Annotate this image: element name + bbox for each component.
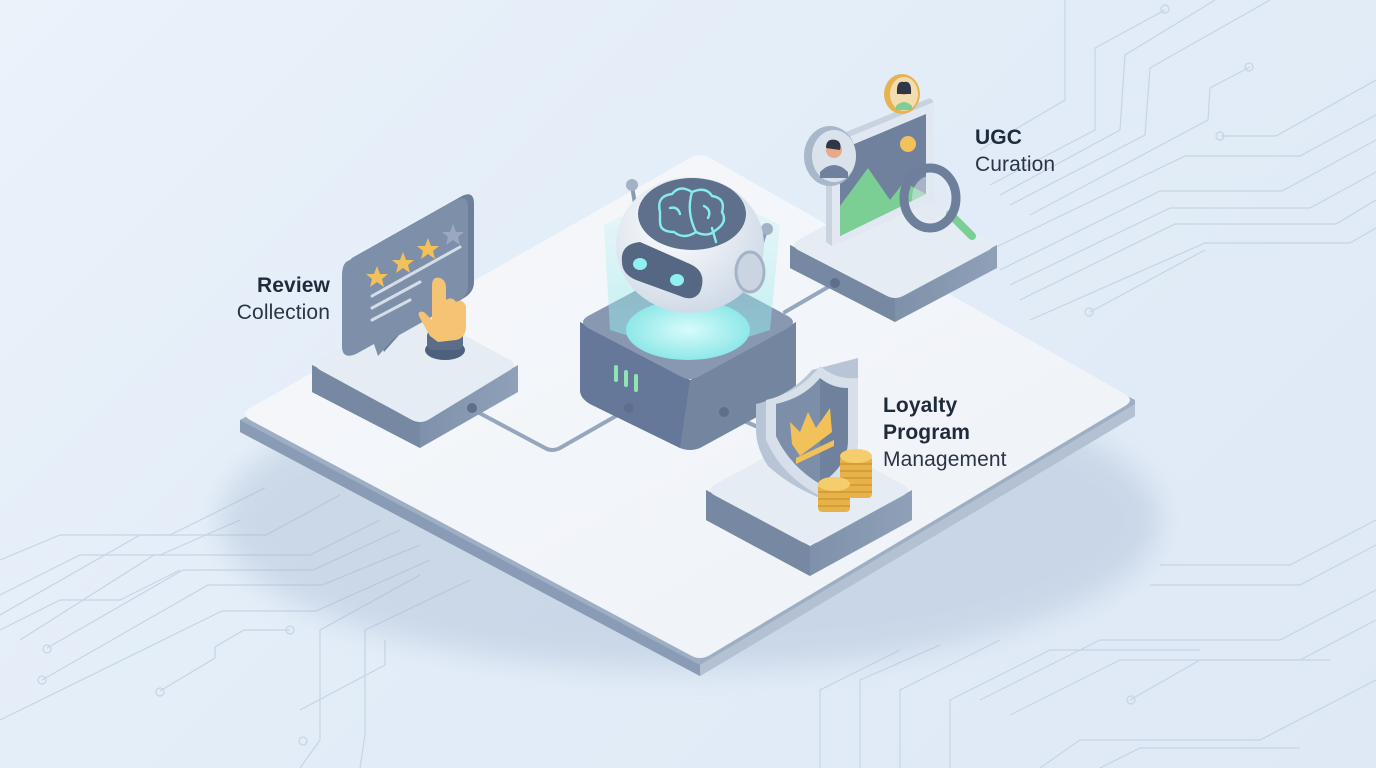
coins-icon — [818, 449, 872, 512]
connector-port — [467, 403, 477, 413]
connector-port — [719, 407, 729, 417]
chat-bubble-icon — [342, 194, 474, 356]
user-avatar-icon — [884, 74, 920, 114]
ugc-curation-node[interactable] — [790, 74, 997, 322]
review-collection-node[interactable] — [312, 194, 518, 448]
star-rating-icon — [366, 224, 464, 287]
ugc-title: UGC — [975, 126, 1022, 149]
connector-port — [624, 403, 634, 413]
loyalty-program-label: Loyalty Program Management — [883, 392, 1053, 473]
connector-port — [830, 278, 840, 288]
crown-icon — [790, 408, 834, 464]
loyalty-program-node[interactable] — [706, 358, 912, 576]
glow-pad — [626, 300, 750, 360]
ugc-subtitle: Curation — [975, 153, 1056, 176]
review-collection-label: Review Collection — [190, 272, 330, 326]
magnifier-icon — [899, 163, 976, 240]
review-title: Review — [257, 274, 330, 297]
pointing-hand-icon — [418, 277, 466, 360]
brain-icon — [658, 187, 726, 244]
status-led-bars — [614, 365, 638, 392]
brain-display — [638, 178, 746, 250]
ugc-curation-label: UGC Curation — [975, 124, 1115, 178]
robot-icon — [616, 177, 773, 313]
ai-hub[interactable] — [580, 177, 796, 450]
loyalty-subtitle: Management — [883, 448, 1007, 471]
review-subtitle: Collection — [236, 301, 330, 324]
loyalty-title-line1: Loyalty — [883, 394, 958, 417]
user-avatar-icon — [804, 126, 856, 186]
loyalty-title-line2: Program — [883, 421, 971, 444]
